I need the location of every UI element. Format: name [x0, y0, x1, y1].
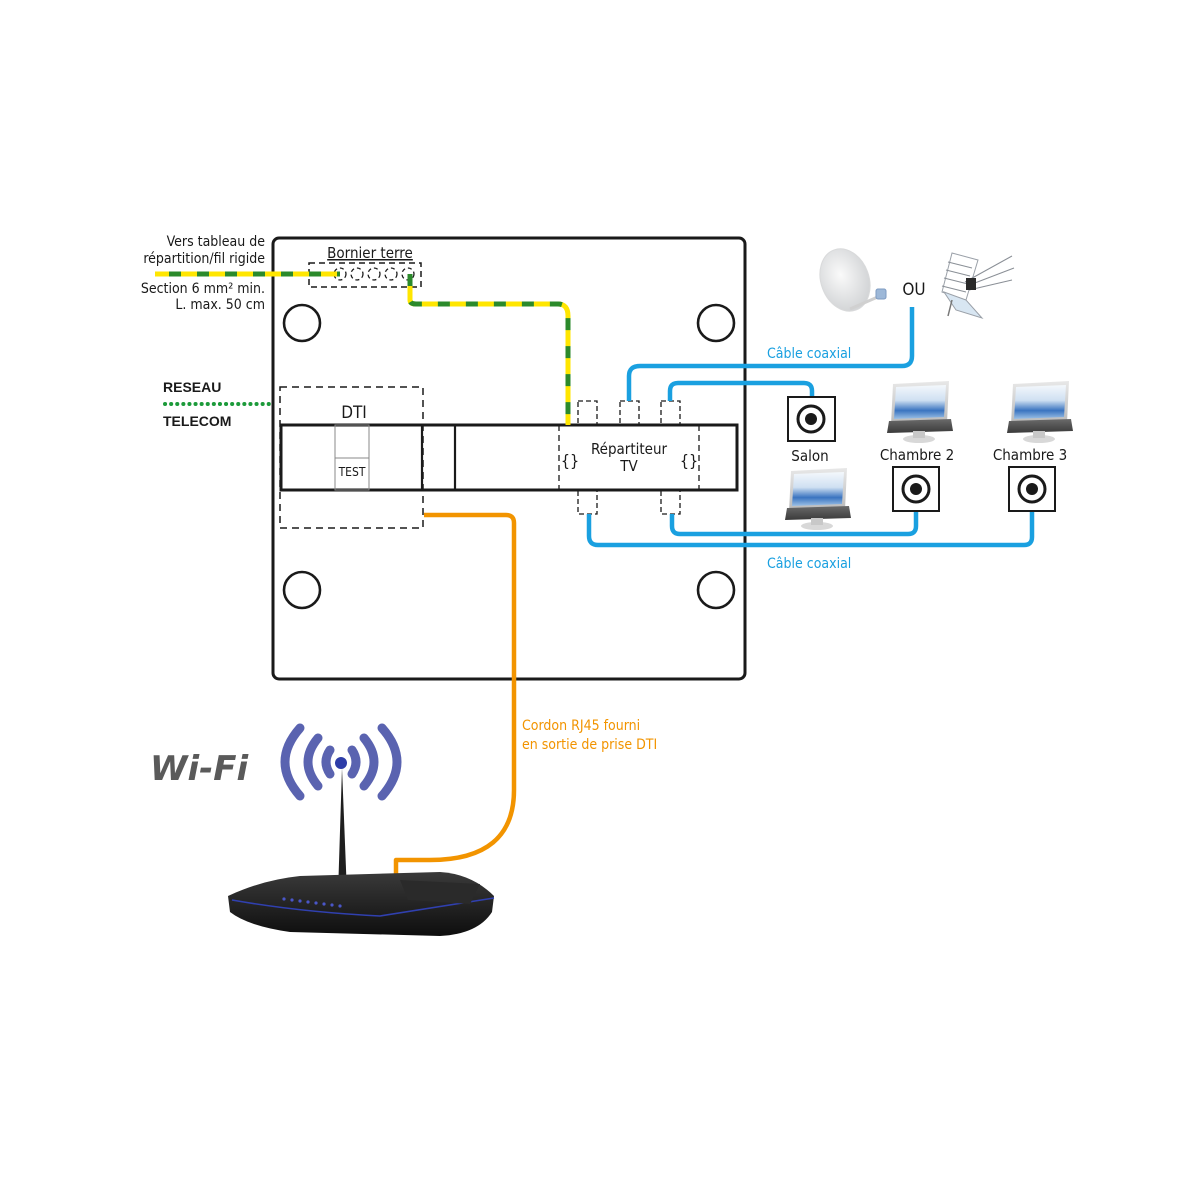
wifi-label: Wi-Fi: [150, 749, 249, 789]
room-label-chambre3: Chambre 3: [993, 446, 1067, 464]
coax-antenna-feed: [626, 307, 915, 401]
enclosure-box: [271, 236, 747, 681]
splitter-port-top-3: [660, 400, 681, 426]
splitter-port-bottom-1: [577, 489, 598, 515]
antenna-or-label: OU: [902, 280, 925, 300]
wifi-router-icon: [228, 768, 495, 936]
mounting-hole-bottom-left: [282, 570, 322, 610]
dti-label: DTI: [341, 403, 367, 423]
antenna-tip: [335, 757, 347, 769]
earth-terminal-title: Bornier terre: [327, 244, 413, 262]
splitter-label-line1: Répartiteur: [591, 440, 668, 458]
telecom-label-line2: TELECOM: [163, 413, 231, 429]
satellite-dish-icon: [819, 248, 887, 312]
coax-label-top: Câble coaxial: [767, 346, 851, 362]
tv-socket-chambre2: [892, 466, 940, 512]
coax-chambre3: [586, 512, 1035, 548]
telecom-label-line1: RESEAU: [163, 379, 221, 395]
coax-label-bottom: Câble coaxial: [767, 556, 851, 572]
coax-salon: [667, 380, 815, 401]
tv-monitor-chambre2-icon: [887, 381, 953, 443]
terrestrial-antenna-icon: [941, 252, 1015, 320]
splitter-label-line2: TV: [619, 457, 638, 475]
earth-note-line2: répartition/fil rigide: [143, 251, 265, 267]
room-label-salon: Salon: [791, 447, 828, 465]
room-label-chambre2: Chambre 2: [880, 446, 954, 464]
tv-socket-chambre3: [1008, 466, 1056, 512]
splitter-port-top-1: [577, 400, 598, 426]
earth-note: Vers tableau de répartition/fil rigide S…: [141, 234, 265, 313]
earth-terminal-screws: [333, 267, 415, 281]
dti-module: [279, 386, 424, 529]
earth-wire: [155, 271, 571, 425]
mounting-hole-top-left: [282, 303, 322, 343]
splitter-bracket-left: {}: [561, 451, 579, 470]
splitter-bracket-right: {}: [680, 451, 698, 470]
tv-splitter: {} {} Répartiteur TV: [558, 400, 700, 515]
wifi-signal-icon: [280, 723, 402, 801]
earth-note-line3: Section 6 mm² min.: [141, 281, 265, 297]
tv-socket-salon: [787, 396, 836, 442]
mounting-hole-bottom-right: [696, 570, 736, 610]
splitter-port-top-2: [619, 400, 640, 426]
rj45-label-line2: en sortie de prise DTI: [522, 737, 657, 753]
splitter-port-bottom-2: [660, 489, 681, 515]
earth-note-line4: L. max. 50 cm: [175, 297, 265, 313]
tv-monitor-salon-icon: [785, 468, 851, 530]
rj45-label-line1: Cordon RJ45 fourni: [522, 718, 640, 734]
tv-monitor-chambre3-icon: [1007, 381, 1073, 443]
coax-cables: [586, 307, 1035, 548]
rj45-cord: [393, 512, 517, 876]
coax-chambre2: [669, 512, 919, 537]
din-rail: [279, 423, 739, 492]
dti-test-label: TEST: [338, 465, 366, 479]
earth-note-line1: Vers tableau de: [167, 234, 266, 250]
mounting-hole-top-right: [696, 303, 736, 343]
